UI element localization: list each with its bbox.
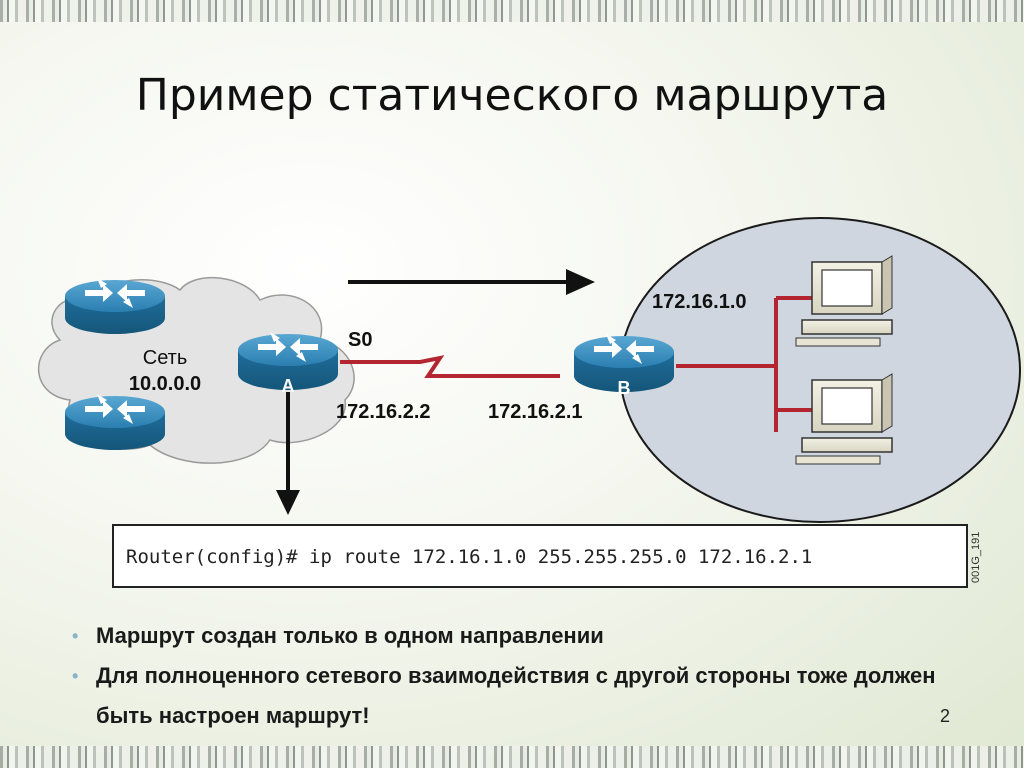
ip-label-a: 172.16.2.2 <box>336 401 431 423</box>
bullet-item: • Маршрут создан только в одном направле… <box>70 620 970 652</box>
cloud-router-1-icon <box>65 278 165 334</box>
router-a-label: A <box>282 376 295 396</box>
router-b-icon <box>574 334 674 392</box>
serial-link <box>340 355 560 378</box>
interface-label: S0 <box>348 329 372 351</box>
router-a-icon <box>238 332 338 390</box>
bullet-dot-icon: • <box>72 626 79 646</box>
route-direction-arrow <box>348 269 595 295</box>
page-number: 2 <box>940 706 951 726</box>
bullet-item: • Для полноценного сетевого взаимодейств… <box>70 656 970 736</box>
lan-bus <box>676 296 812 432</box>
slide-title: Пример статического маршрута <box>135 70 889 121</box>
config-pointer-arrow <box>276 392 300 515</box>
figure-code: 001G_191 <box>970 531 982 583</box>
lan-network-label: 172.16.1.0 <box>652 291 747 313</box>
top-decor-bar <box>0 0 1024 22</box>
bullet-dot-icon: • <box>72 666 79 686</box>
bottom-decor-bar <box>0 746 1024 768</box>
pc-2-icon <box>795 373 893 465</box>
router-b-label: B <box>618 378 631 398</box>
bullet-text: Для полноценного сетевого взаимодействия… <box>96 663 936 728</box>
bullet-list: • Маршрут создан только в одном направле… <box>70 620 970 740</box>
pc-1-icon <box>795 255 893 347</box>
bullet-text: Маршрут создан только в одном направлени… <box>96 623 604 648</box>
command-box: Router(config)# ip route 172.16.1.0 255.… <box>112 524 968 588</box>
route-command: Router(config)# ip route 172.16.1.0 255.… <box>126 546 813 568</box>
network-label-line1: Сеть <box>143 347 187 369</box>
cloud-router-2-icon <box>65 394 165 450</box>
ip-label-b: 172.16.2.1 <box>488 401 583 423</box>
network-label-line2: 10.0.0.0 <box>129 373 201 395</box>
